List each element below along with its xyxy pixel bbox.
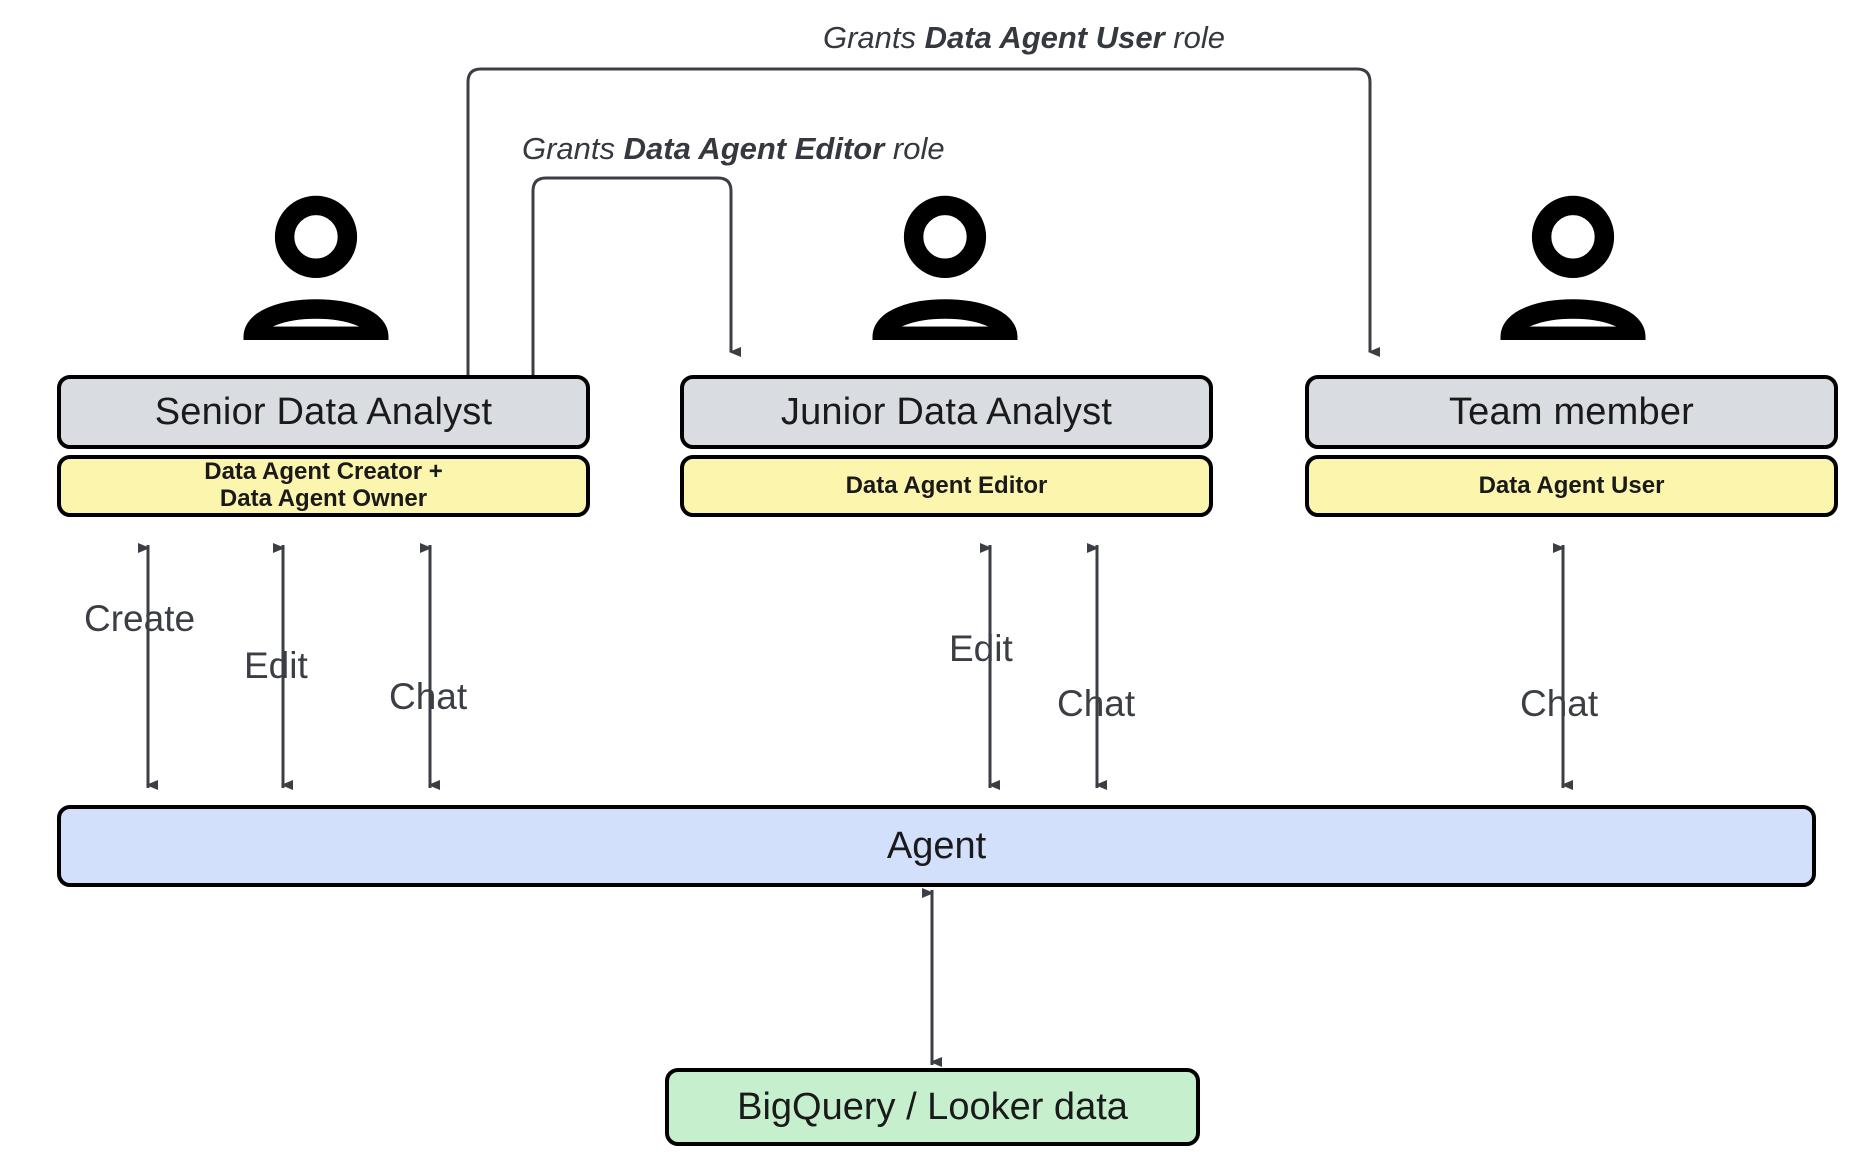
persona-title-team-member[interactable]: Team member: [1305, 375, 1838, 449]
persona-title-label: Junior Data Analyst: [780, 390, 1113, 433]
persona-permission-junior-data-analyst[interactable]: Data Agent Editor: [680, 455, 1213, 517]
persona-title-senior-data-analyst[interactable]: Senior Data Analyst: [57, 375, 590, 449]
action-label-senior-chat: Chat: [389, 676, 468, 717]
action-label-senior-create: Create: [84, 598, 196, 639]
persona-title-label: Team member: [1448, 390, 1695, 433]
agent-node[interactable]: Agent: [57, 805, 1816, 887]
persona-title-junior-data-analyst[interactable]: Junior Data Analyst: [680, 375, 1213, 449]
person-icon: [1498, 195, 1648, 347]
action-label-senior-edit: Edit: [244, 645, 308, 686]
agent-label: Agent: [886, 824, 987, 867]
action-label-junior-edit: Edit: [949, 628, 1013, 669]
action-label-junior-chat: Chat: [1057, 683, 1136, 724]
persona-permission-team-member[interactable]: Data Agent User: [1305, 455, 1838, 517]
data-source-node[interactable]: BigQuery / Looker data: [665, 1068, 1200, 1146]
permission-line: Data Agent Editor: [845, 471, 1048, 499]
data-source-label: BigQuery / Looker data: [737, 1085, 1128, 1128]
grant-user-role: Data Agent User: [924, 20, 1165, 55]
grant-label-data-agent-user: Grants Data Agent User role: [823, 22, 1225, 53]
grant-editor-role: Data Agent Editor: [623, 131, 885, 166]
person-icon: [870, 195, 1020, 347]
person-icon: [241, 195, 391, 347]
connector-grant-data-agent-editor: [531, 176, 741, 375]
permission-line: Data Agent Creator +: [204, 458, 443, 486]
persona-permission-senior-data-analyst[interactable]: Data Agent Creator + Data Agent Owner: [57, 455, 590, 517]
grant-editor-suffix: role: [884, 131, 945, 166]
grant-user-suffix: role: [1164, 20, 1225, 55]
grant-editor-prefix: Grants: [522, 131, 624, 166]
grant-user-prefix: Grants: [823, 20, 925, 55]
permission-line: Data Agent User: [1478, 471, 1665, 499]
permission-line: Data Agent Owner: [219, 485, 428, 512]
grant-label-data-agent-editor: Grants Data Agent Editor role: [522, 133, 945, 164]
persona-title-label: Senior Data Analyst: [154, 390, 493, 433]
action-label-team-member-chat: Chat: [1520, 683, 1599, 724]
